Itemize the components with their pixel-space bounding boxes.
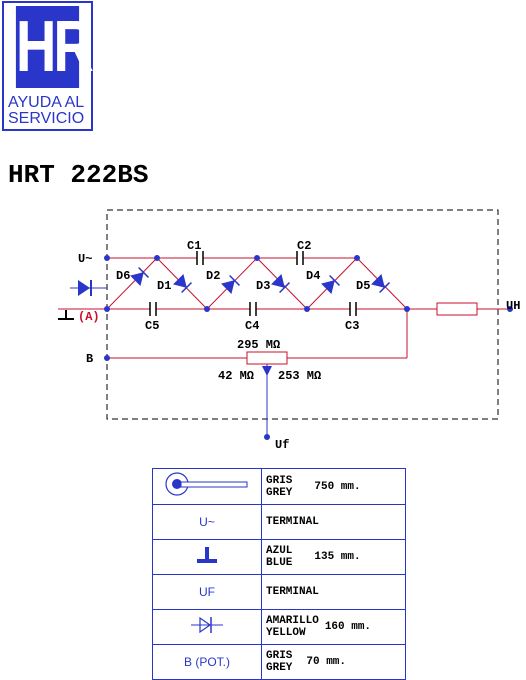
diode-d1 [173, 274, 193, 294]
legend-symbol-cell [152, 468, 262, 505]
capacitor-c3 [349, 302, 357, 316]
diode-symbols [130, 266, 391, 294]
resistor-wires [107, 309, 408, 359]
diode-icon [191, 616, 223, 633]
label-c1: C1 [187, 239, 201, 253]
legend-name: GRIS [266, 474, 293, 487]
legend-name-alt: YELLOW [266, 627, 306, 639]
legend-length: 135 mm. [314, 551, 361, 563]
capacitor-symbols [149, 251, 357, 316]
legend-row: U~ TERMINAL [152, 504, 406, 540]
resistor-right-label: 253 MΩ [278, 369, 321, 383]
grey-cable-icon [165, 472, 248, 496]
logo-caption: AYUDA AL SERVICIO [8, 95, 84, 127]
logo-line-1: AYUDA AL [8, 94, 85, 111]
legend-symbol-cell: B (POT.) [152, 644, 262, 680]
input-diode [70, 280, 107, 296]
model-title: HRT 222BS [8, 160, 149, 190]
terminal-a-label: (A) [78, 310, 100, 324]
legend-symbol-text: U~ [199, 515, 215, 529]
label-c5: C5 [145, 319, 159, 333]
legend-length: 160 mm. [324, 621, 372, 633]
divider-resistor [246, 351, 288, 365]
capacitor-c5 [149, 302, 157, 316]
legend-symbol-cell: UF [152, 574, 262, 610]
ground-symbol [58, 310, 74, 320]
label-d3: D3 [256, 279, 270, 293]
uh-resistor [436, 302, 478, 316]
capacitor-c2 [296, 251, 304, 265]
legend-length: 70 mm. [306, 656, 347, 668]
legend-symbol-text: UF [199, 585, 215, 599]
label-d2: D2 [206, 269, 220, 283]
label-c4: C4 [245, 319, 259, 333]
legend-row: UF TERMINAL [152, 574, 406, 610]
legend-length: 750 mm. [314, 480, 361, 493]
legend-name: AMARILLO [266, 615, 319, 627]
legend-description: TERMINAL [261, 574, 406, 610]
hr-logo: HR AYUDA AL SERVICIO [2, 1, 94, 131]
legend-name: TERMINAL [266, 586, 319, 598]
junction-dots [104, 255, 513, 440]
terminal-b-label: B [86, 352, 93, 366]
diode-d3 [271, 274, 291, 294]
diode-d5 [371, 274, 391, 294]
terminal-uh-label: UH [506, 299, 520, 313]
label-c2: C2 [297, 239, 311, 253]
diode-d4 [321, 274, 341, 294]
legend-symbol-cell [152, 539, 262, 575]
legend-name: AZUL [266, 545, 293, 557]
legend-symbol-cell [152, 609, 262, 645]
legend-name-alt: GREY [266, 662, 293, 674]
label-d6: D6 [116, 269, 130, 283]
label-d1: D1 [157, 279, 171, 293]
legend-name: GRIS [266, 650, 293, 662]
enclosure-box [106, 209, 499, 420]
diode-d6 [130, 266, 150, 286]
legend-symbol-text: B (POT.) [183, 655, 230, 669]
ground-blue-icon [197, 546, 217, 563]
resistor-left-label: 42 MΩ [218, 369, 254, 383]
label-d5: D5 [356, 279, 370, 293]
legend-name: TERMINAL [266, 516, 319, 528]
legend-name-alt: BLUE [266, 557, 293, 569]
diode-d2 [221, 274, 241, 294]
legend-description: TERMINAL [261, 504, 406, 540]
terminal-uf-label: Uf [275, 438, 289, 452]
legend-name-alt: GREY [266, 486, 293, 499]
terminal-u-label: U~ [78, 252, 92, 266]
label-d4: D4 [306, 269, 320, 283]
wiper-arrow [262, 366, 272, 376]
logo-line-2: SERVICIO [8, 110, 85, 127]
resistor-total-label: 295 MΩ [237, 338, 280, 352]
capacitor-c1 [196, 251, 204, 265]
legend-symbol-cell: U~ [152, 504, 262, 540]
capacitor-c4 [249, 302, 257, 316]
label-c3: C3 [345, 319, 359, 333]
